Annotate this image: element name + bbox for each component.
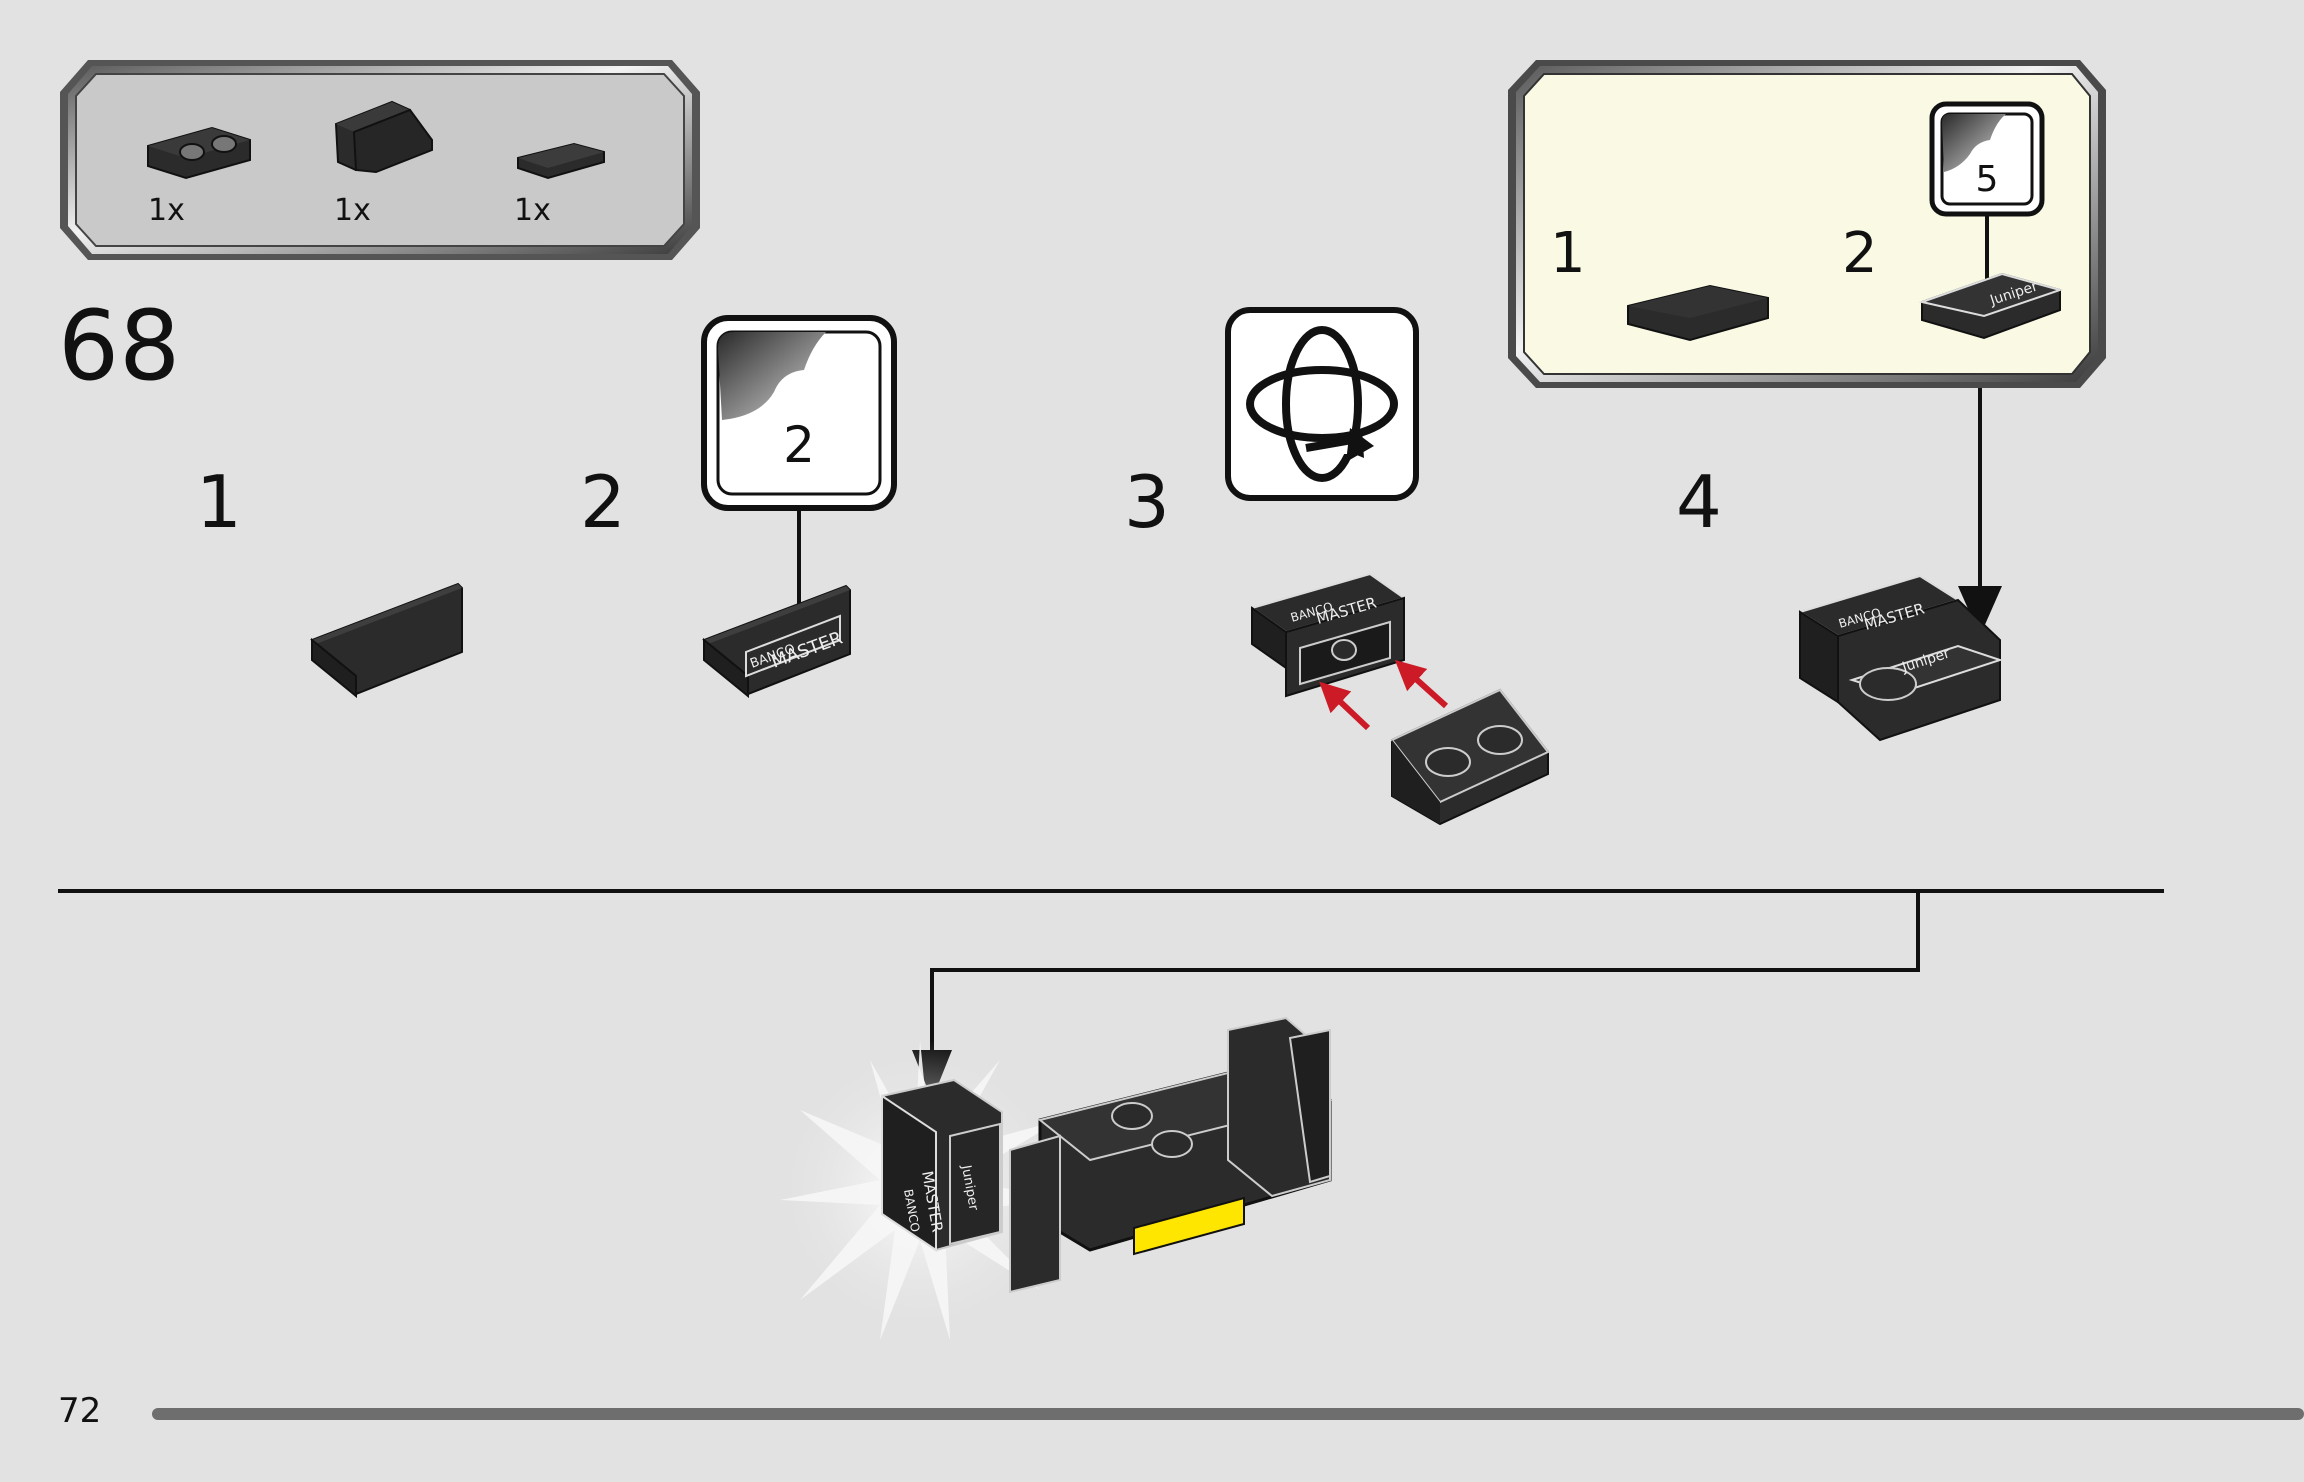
callout-substep-1-label: 1 xyxy=(1550,221,1586,286)
red-arrow-right xyxy=(1394,659,1449,709)
substep-1-panel-model xyxy=(310,582,463,699)
final-arrow-line xyxy=(930,891,1920,1072)
callout-panel: Juniper xyxy=(1508,60,2106,636)
callout-substep-2-label: 2 xyxy=(1842,221,1878,286)
rotate-model-icon xyxy=(1225,307,1419,501)
final-assembly: BANCO MASTER Juniper xyxy=(770,1016,1333,1340)
panel-part-icon xyxy=(334,100,433,174)
page-number: 72 xyxy=(58,1391,102,1431)
callout-sticker-box xyxy=(1929,101,2045,290)
substep-4-assembly: BANCO MASTER Juniper xyxy=(1797,574,2004,742)
substep-2-label: 2 xyxy=(580,460,626,544)
substep-2-sticker-number: 2 xyxy=(783,416,815,474)
callout-sticker-number: 5 xyxy=(1975,159,1999,200)
yellow-tile xyxy=(1133,1196,1245,1256)
part-qty-1: 1x xyxy=(148,193,185,228)
wedge-tile-part-icon xyxy=(517,142,605,180)
part-qty-3: 1x xyxy=(514,193,551,228)
substep-2-sticker-box xyxy=(701,315,897,618)
callout-wedge-with-decal: Juniper xyxy=(1918,272,2064,340)
parts-list-panel xyxy=(60,60,700,260)
substep-1-label: 1 xyxy=(196,460,242,544)
step-number: 68 xyxy=(58,290,181,402)
substep-2-panel-with-decal: BANCO MASTER xyxy=(702,584,851,699)
substep-3-label: 3 xyxy=(1124,460,1170,544)
part-qty-2: 1x xyxy=(334,193,371,228)
bracket-plate-part-icon xyxy=(147,126,251,180)
progress-bar xyxy=(152,1408,2304,1420)
substep-3-assembly: BANCO MASTER xyxy=(1249,572,1550,826)
substep-4-label: 4 xyxy=(1676,460,1722,544)
callout-arrow-head xyxy=(1958,586,2002,636)
red-arrow-left xyxy=(1319,681,1371,731)
callout-wedge-tile xyxy=(1627,284,1769,342)
